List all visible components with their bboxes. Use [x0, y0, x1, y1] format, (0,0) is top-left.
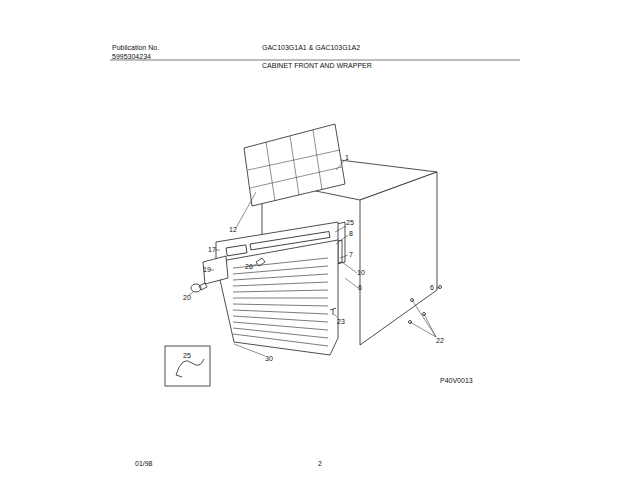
- small-parts: [165, 256, 442, 386]
- drawing-code: P40V0013: [440, 377, 473, 385]
- publication-label: Publication No.: [112, 44, 159, 52]
- leader-lines: [189, 161, 440, 356]
- cabinet-front: [216, 222, 338, 355]
- callout-number: 6: [358, 284, 362, 292]
- date: 01/98: [135, 460, 153, 468]
- diagram-title: CABINET FRONT AND WRAPPER: [262, 62, 372, 70]
- publication-number: 5995304234: [112, 53, 151, 61]
- page-number: 2: [318, 460, 322, 468]
- callout-number: 7: [349, 251, 353, 259]
- callout-number: 19: [203, 266, 211, 274]
- callout-number: 23: [337, 318, 345, 326]
- callout-number: 25: [346, 219, 354, 227]
- callout-number: 12: [229, 226, 237, 234]
- callout-number: 25: [183, 352, 191, 360]
- callout-number: 1: [345, 154, 349, 162]
- air-filter: [244, 124, 345, 206]
- header-rule: [110, 60, 520, 61]
- model-number: GAC103G1A1 & GAC103G1A2: [262, 44, 360, 52]
- callout-number: 10: [357, 269, 365, 277]
- callout-number: 6: [430, 284, 434, 292]
- callout-number: 30: [265, 355, 273, 363]
- callout-number: 20: [183, 294, 191, 302]
- callout-number: 26: [245, 263, 253, 271]
- callout-number: 8: [349, 230, 353, 238]
- callout-number: 17: [208, 246, 216, 254]
- callout-number: 22: [436, 337, 444, 345]
